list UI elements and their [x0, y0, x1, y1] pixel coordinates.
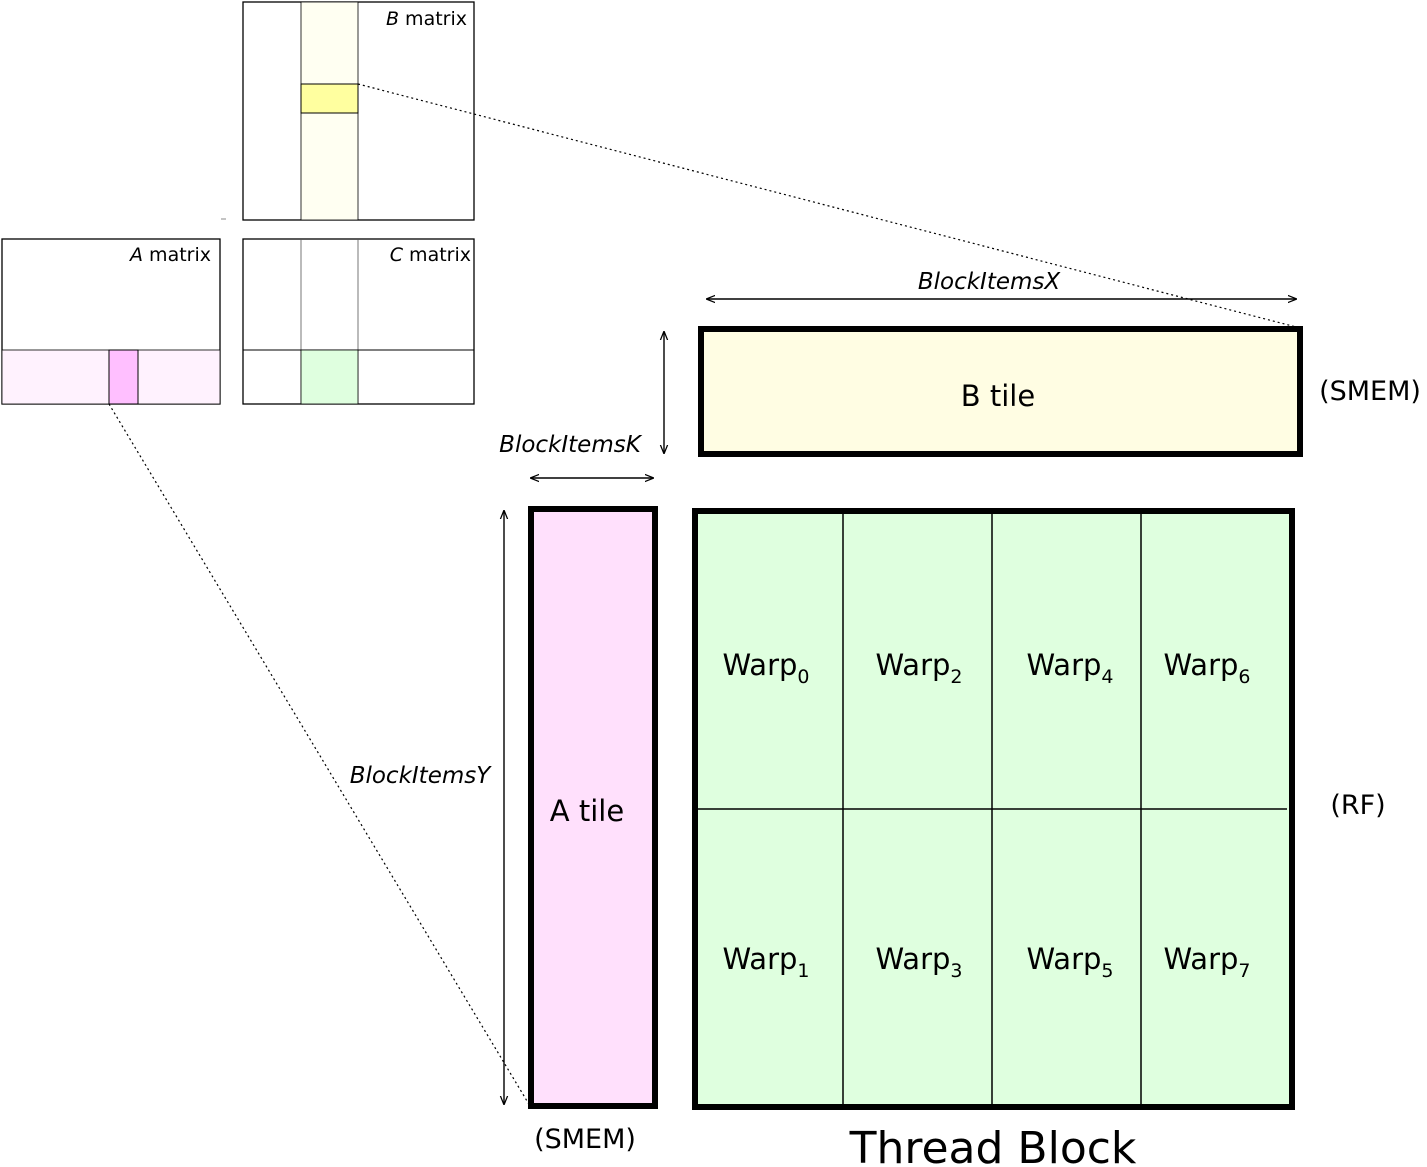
b-matrix-tile-highlight — [300, 83, 359, 114]
a-tile: A tile — [528, 506, 658, 1109]
a-tile-label: A tile — [550, 794, 624, 828]
a-tile-memory-label: (SMEM) — [534, 1124, 636, 1155]
b-zoom-line — [357, 83, 1301, 329]
a-matrix-label: A matrix — [128, 244, 211, 266]
block-items-y-label: BlockItemsY — [350, 763, 493, 789]
b-tile: B tile — [698, 326, 1303, 457]
c-matrix-label: C matrix — [390, 244, 471, 266]
b-tile-label: B tile — [961, 379, 1035, 413]
a-zoom-line — [108, 403, 531, 1107]
a-matrix: A matrix — [1, 238, 221, 405]
warp-0: Warp0 — [722, 648, 809, 688]
warp-3: Warp3 — [875, 942, 962, 982]
a-matrix-tile-highlight — [108, 349, 139, 405]
warp-6: Warp6 — [1163, 648, 1250, 688]
b-matrix-label: B matrix — [386, 8, 467, 30]
b-tile-memory-label: (SMEM) — [1319, 376, 1421, 407]
block-items-x-label: BlockItemsX — [918, 269, 1062, 295]
thread-block-title: Thread Block — [849, 1123, 1137, 1167]
warp-1: Warp1 — [722, 942, 809, 982]
thread-block: Warp0 Warp2 Warp4 Warp6 Warp1 Warp3 Warp… — [692, 508, 1295, 1110]
b-matrix: B matrix — [242, 1, 475, 221]
c-matrix: C matrix — [242, 238, 475, 405]
c-matrix-tile-highlight — [300, 349, 359, 405]
warp-5: Warp5 — [1026, 942, 1113, 982]
warp-2: Warp2 — [875, 648, 962, 688]
block-items-k-label: BlockItemsK — [499, 432, 643, 458]
thread-block-memory-label: (RF) — [1330, 790, 1385, 821]
warp-4: Warp4 — [1026, 648, 1113, 688]
warp-7: Warp7 — [1163, 942, 1250, 982]
